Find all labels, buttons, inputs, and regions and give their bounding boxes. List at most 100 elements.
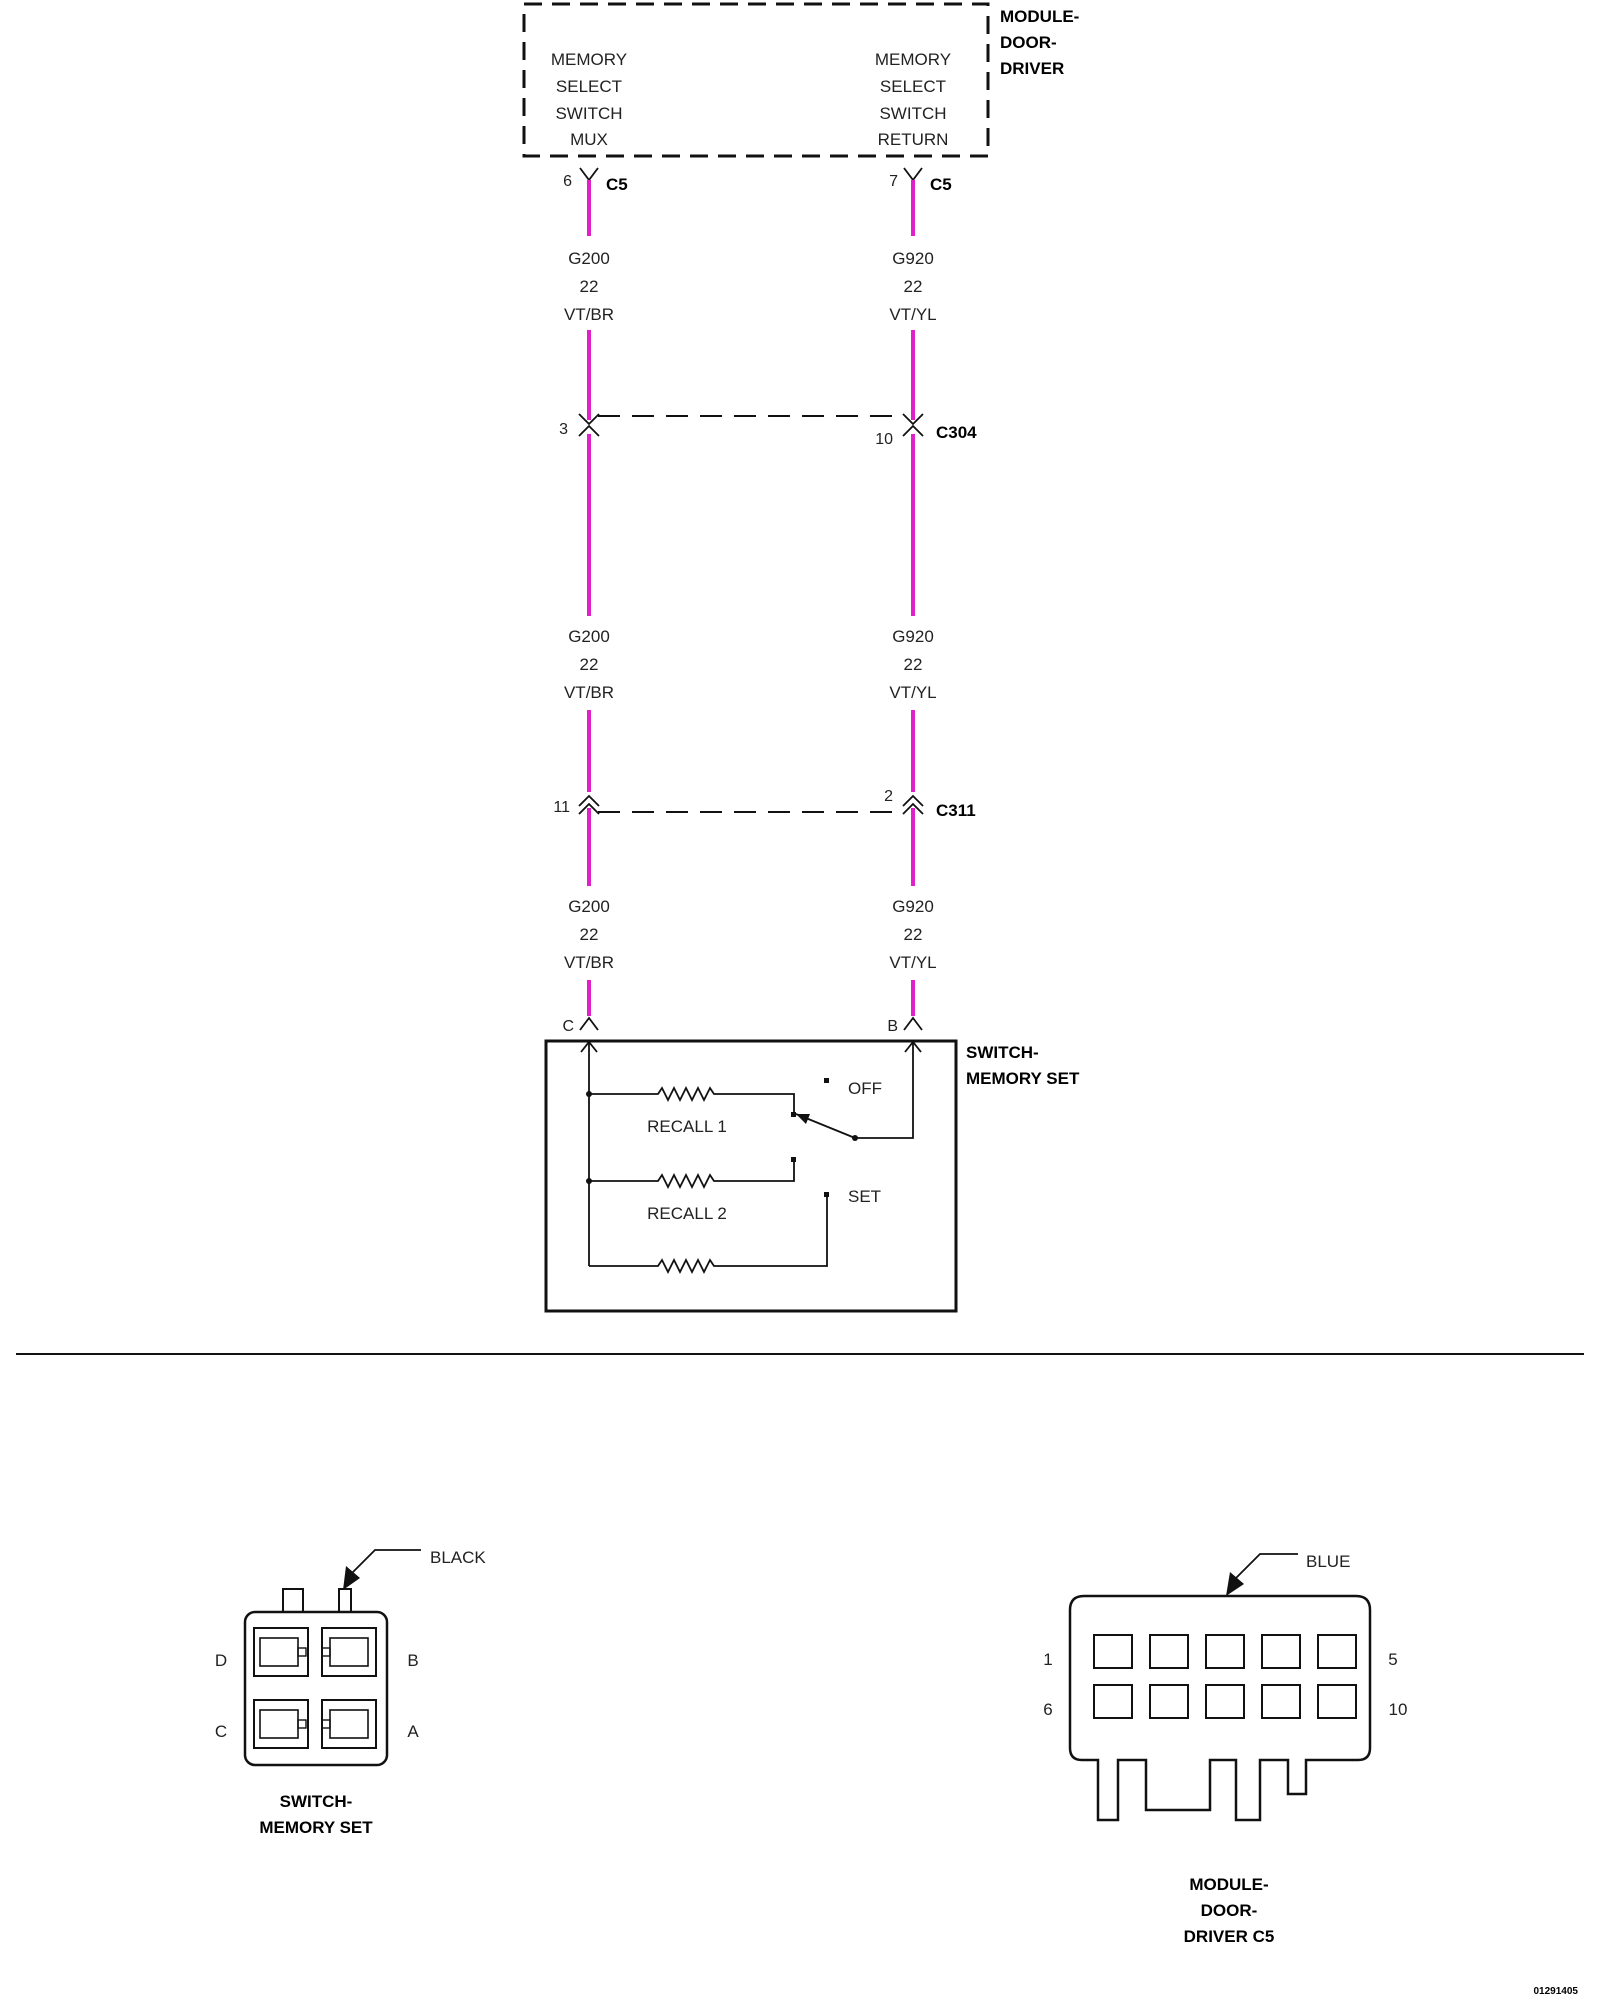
module-pin-1-label: 1 <box>1043 1650 1052 1669</box>
switch-pin-b-label: B <box>887 1018 898 1035</box>
g200-color-1: VT/BR <box>564 305 614 324</box>
c311-pin-11-label: 11 <box>553 799 570 816</box>
module-pin-6-label: 6 <box>1043 1700 1052 1719</box>
g920-circuit-1: G920 <box>892 249 934 268</box>
c304-connector: 3 10 C304 <box>559 413 977 448</box>
cavity-7 <box>1149 1684 1189 1719</box>
module-pin-5-label: 5 <box>1388 1650 1397 1669</box>
switch-connector-view: D B C A BLACK SWITCH- MEMORY SET <box>215 1548 487 1837</box>
c311-connector: 11 2 C311 <box>553 788 975 820</box>
switch-pin-c-label: C <box>562 1018 574 1035</box>
cavity-a-inner <box>329 1709 369 1739</box>
pin-b-label: B <box>407 1651 418 1670</box>
c304-pin-3-male <box>578 413 600 426</box>
blue-leader-line <box>1235 1553 1298 1579</box>
cavity-10 <box>1317 1684 1357 1719</box>
cavity-4 <box>1261 1634 1301 1669</box>
return-signal-line-2: SELECT <box>880 77 946 96</box>
switch-pin-b-symbol <box>903 1016 923 1031</box>
switch-caption-line-1: SWITCH- <box>280 1792 353 1811</box>
c5-connector: 6 7 C5 C5 <box>563 167 952 194</box>
cavity-c-terminal <box>297 1719 307 1729</box>
cavity-8 <box>1205 1684 1245 1719</box>
c5-label-left: C5 <box>606 175 628 194</box>
wire-labels-section-3: G200 22 VT/BR G920 22 VT/YL <box>564 897 937 972</box>
blue-leader-arrowhead <box>1226 1572 1244 1596</box>
g200-color-2: VT/BR <box>564 683 614 702</box>
switch-outline <box>544 1039 958 1313</box>
g200-circuit-3: G200 <box>568 897 610 916</box>
g920-color-1: VT/YL <box>889 305 936 324</box>
cavity-3 <box>1205 1634 1245 1669</box>
c304-pin-3-label: 3 <box>559 421 568 438</box>
c5-label-right: C5 <box>930 175 952 194</box>
switch-pins: C B <box>562 1016 923 1035</box>
contact-set <box>824 1192 829 1197</box>
switch-connector-latch-left <box>282 1588 304 1613</box>
c304-label: C304 <box>936 423 977 442</box>
switch-title-line-1: SWITCH- <box>966 1043 1039 1062</box>
cavity-a-terminal <box>321 1719 331 1729</box>
position-set-label: SET <box>848 1187 881 1206</box>
module-cavities <box>1093 1634 1357 1719</box>
resistor-recall-1 <box>589 1085 795 1114</box>
g920-color-3: VT/YL <box>889 953 936 972</box>
c304-pin-10-label: 10 <box>875 431 893 448</box>
return-signal-line-4: RETURN <box>878 130 949 149</box>
cavity-9 <box>1261 1684 1301 1719</box>
g200-circuit-1: G200 <box>568 249 610 268</box>
resistor-recall-2 <box>589 1160 795 1190</box>
switch-connector-body <box>243 1610 389 1767</box>
return-signal-line-3: SWITCH <box>879 104 946 123</box>
g920-gauge-3: 22 <box>904 925 923 944</box>
c5-pin-6-symbol <box>579 167 599 182</box>
module-caption-line-2: DOOR- <box>1201 1901 1258 1920</box>
module-connector-view: 1 5 6 10 BLUE MODULE- DOOR- DRIVER C5 <box>1043 1552 1407 1946</box>
mux-signal-line-3: SWITCH <box>555 104 622 123</box>
cavity-b-inner <box>329 1637 369 1667</box>
figure-id: 01291405 <box>1534 1986 1579 1997</box>
module-caption-line-3: DRIVER C5 <box>1184 1927 1275 1946</box>
c304-pin-10-female <box>902 424 924 437</box>
switch-memory-set: SWITCH- MEMORY SET OFF RECALL 1 RECALL 2… <box>544 1039 1080 1313</box>
cavity-d-inner <box>259 1637 299 1667</box>
position-recall-1-label: RECALL 1 <box>647 1117 727 1136</box>
c5-pin-7-symbol <box>903 167 923 182</box>
module-caption-line-1: MODULE- <box>1189 1875 1268 1894</box>
pin-a-label: A <box>407 1722 419 1741</box>
cavity-6 <box>1093 1684 1133 1719</box>
contact-recall-2 <box>791 1157 796 1162</box>
module-dashed-outline <box>522 2 990 158</box>
cavity-d-terminal <box>297 1647 307 1657</box>
position-off-label: OFF <box>848 1079 882 1098</box>
black-leader-arrowhead <box>343 1566 360 1590</box>
module-title-line-3: DRIVER <box>1000 59 1064 78</box>
cavity-b-terminal <box>321 1647 331 1657</box>
c311-label: C311 <box>936 801 976 820</box>
c304-pin-10-male <box>902 413 924 426</box>
g920-color-2: VT/YL <box>889 683 936 702</box>
g920-gauge-1: 22 <box>904 277 923 296</box>
module-door-driver: MODULE- DOOR- DRIVER MEMORY SELECT SWITC… <box>522 2 1079 158</box>
g200-gauge-1: 22 <box>580 277 599 296</box>
mux-signal-line-1: MEMORY <box>551 50 627 69</box>
wiper-to-pin-b <box>855 1042 914 1139</box>
c311-pin-2-lower <box>902 802 924 815</box>
g920-circuit-3: G920 <box>892 897 934 916</box>
g200-gauge-3: 22 <box>580 925 599 944</box>
module-connector-body <box>1068 1594 1372 1822</box>
cavity-5 <box>1317 1634 1357 1669</box>
c311-pin-11-upper <box>578 794 600 807</box>
mux-signal-line-4: MUX <box>570 130 608 149</box>
wire-labels-section-1: G200 22 VT/BR G920 22 VT/YL <box>564 249 937 324</box>
g920-circuit-2: G920 <box>892 627 934 646</box>
cavity-2 <box>1149 1634 1189 1669</box>
switch-pin-c-symbol <box>579 1016 599 1031</box>
cavity-c <box>253 1699 309 1749</box>
resistor-set <box>589 1196 828 1275</box>
wire-labels-section-2: G200 22 VT/BR G920 22 VT/YL <box>564 627 937 702</box>
black-color-label: BLACK <box>430 1548 486 1567</box>
module-pin-10-label: 10 <box>1389 1700 1408 1719</box>
wiper-arrowhead <box>796 1114 810 1124</box>
contact-off <box>824 1078 829 1083</box>
